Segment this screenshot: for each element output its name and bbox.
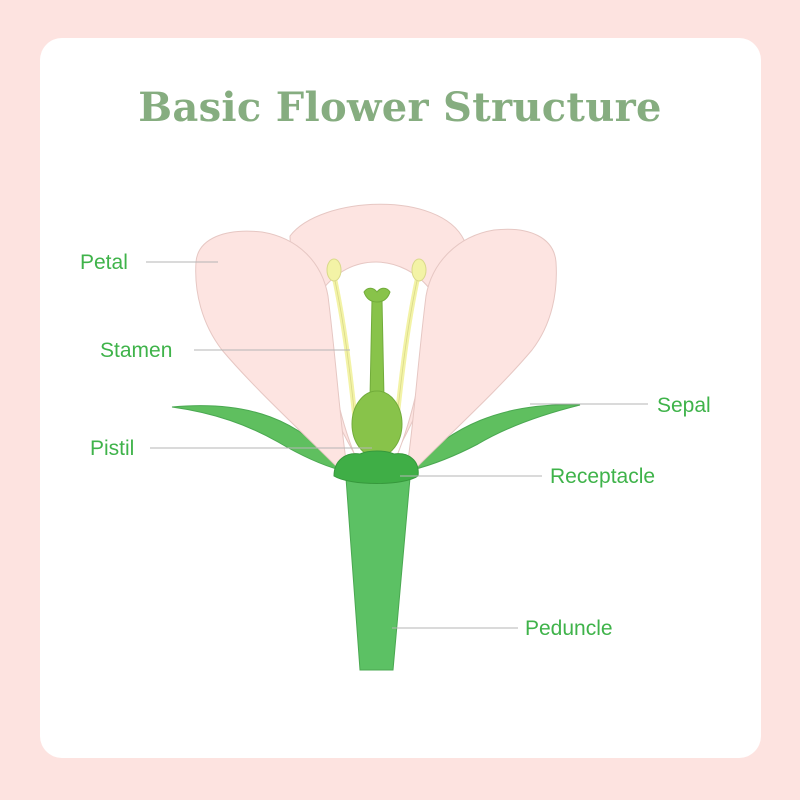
sepal-left (171, 405, 341, 471)
stamen-filament-left-outline (333, 275, 357, 429)
pistil-style (369, 299, 385, 399)
pistil-ovary (351, 390, 403, 458)
label-stamen: Stamen (100, 339, 172, 362)
stamen-anther-right (411, 258, 427, 282)
stamen-anther-left (326, 258, 342, 282)
receptacle-shape (333, 450, 419, 484)
sepal-right (411, 404, 581, 471)
label-petal: Petal (80, 251, 128, 274)
petal-right (407, 228, 557, 469)
pistil-stigma (363, 287, 391, 303)
label-peduncle: Peduncle (525, 617, 613, 640)
label-receptacle: Receptacle (550, 465, 655, 488)
diagram-title: Basic Flower Structure (138, 84, 662, 131)
peduncle-stem (345, 477, 411, 671)
label-sepal: Sepal (657, 394, 711, 417)
label-pistil: Pistil (90, 437, 134, 460)
